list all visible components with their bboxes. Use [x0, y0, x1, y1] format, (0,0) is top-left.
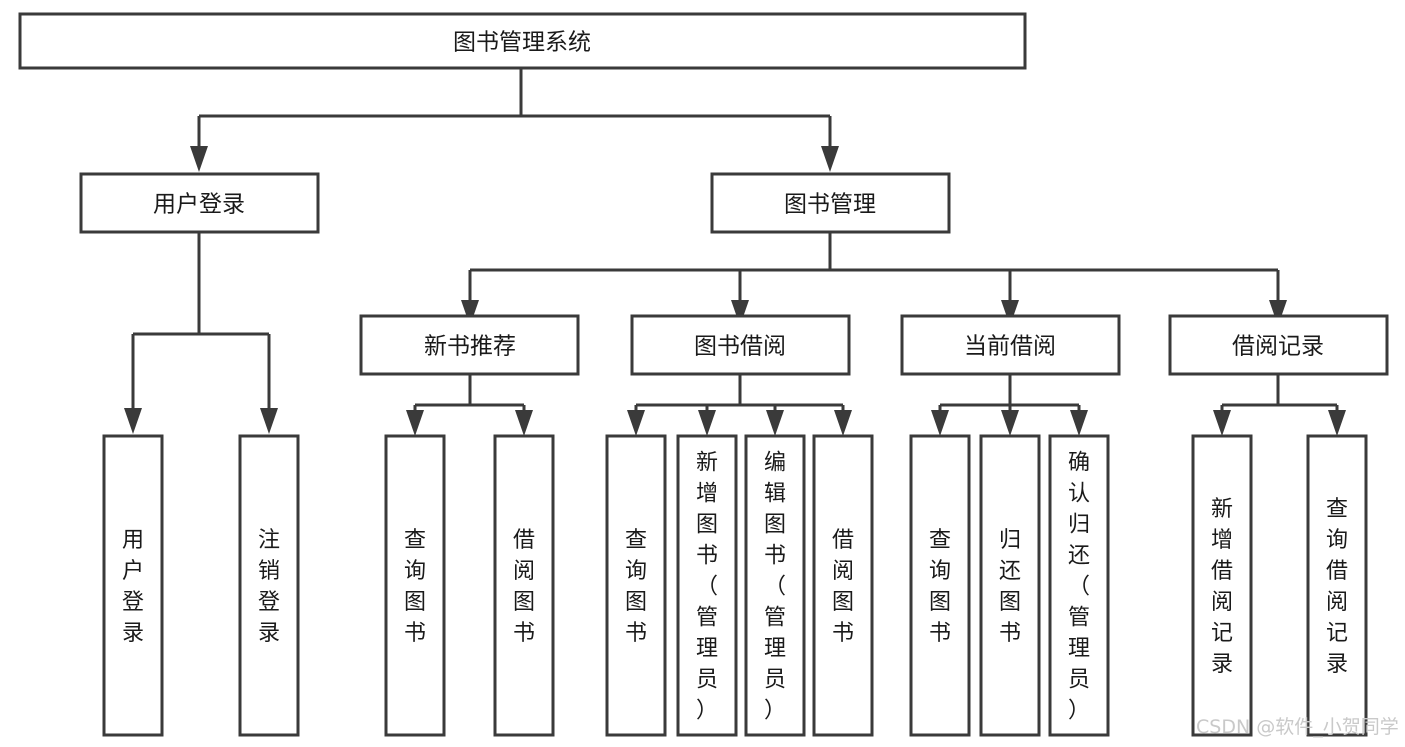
- leaf-add-record-label: 新增借阅记录: [1211, 497, 1233, 677]
- leaf-query-book-1[interactable]: 查询图书: [384, 434, 446, 737]
- arrow-to-leaf-add-record: [1213, 410, 1231, 436]
- node-book-borrow-label: 图书借阅: [694, 334, 786, 360]
- leaf-return-book-label: 归还图书: [999, 528, 1021, 646]
- leaf-query-record-label: 查询借阅记录: [1326, 497, 1348, 677]
- node-root-label: 图书管理系统: [453, 30, 591, 56]
- leaf-return-book[interactable]: 归还图书: [979, 434, 1041, 737]
- arrow-to-leaf-add-book: [698, 410, 716, 436]
- arrow-to-leaf-user-login: [124, 408, 142, 434]
- node-user-login[interactable]: 用户登录: [79, 172, 320, 234]
- arrow-to-leaf-query-book-3: [931, 410, 949, 436]
- leaf-edit-book-label: 编辑图书（管理员）: [764, 451, 786, 724]
- csdn-watermark: CSDN @软件_小贺同学: [1196, 716, 1399, 738]
- node-book-management-label: 图书管理: [784, 192, 876, 218]
- leaf-logout-label: 注销登录: [258, 528, 280, 646]
- leaf-borrow-book-1[interactable]: 借阅图书: [493, 434, 555, 737]
- arrow-to-leaf-edit-book: [766, 410, 784, 436]
- arrow-to-leaf-logout: [260, 408, 278, 434]
- node-new-book-recommend[interactable]: 新书推荐: [359, 314, 580, 376]
- arrow-to-book-management: [821, 146, 839, 172]
- leaf-edit-book[interactable]: 编辑图书（管理员）: [744, 434, 806, 737]
- leaf-add-book[interactable]: 新增图书（管理员）: [676, 434, 738, 737]
- node-user-login-label: 用户登录: [153, 192, 245, 218]
- arrow-to-leaf-borrow-book-2: [834, 410, 852, 436]
- leaf-query-book-2[interactable]: 查询图书: [605, 434, 667, 737]
- node-root[interactable]: 图书管理系统: [18, 12, 1027, 70]
- leaf-add-record[interactable]: 新增借阅记录: [1191, 434, 1253, 737]
- leaf-borrow-book-2[interactable]: 借阅图书: [812, 434, 874, 737]
- arrow-to-leaf-query-book-1: [406, 410, 424, 436]
- node-new-book-recommend-label: 新书推荐: [424, 334, 516, 360]
- arrow-to-leaf-borrow-book-1: [515, 410, 533, 436]
- leaf-confirm-return[interactable]: 确认归还（管理员）: [1048, 434, 1110, 737]
- node-book-borrow[interactable]: 图书借阅: [630, 314, 851, 376]
- leaf-confirm-return-label: 确认归还（管理员）: [1068, 451, 1090, 724]
- arrow-to-leaf-query-book-2: [627, 410, 645, 436]
- leaf-borrow-book-2-label: 借阅图书: [832, 528, 854, 646]
- leaf-query-book-3[interactable]: 查询图书: [909, 434, 971, 737]
- connector-group: [124, 68, 1346, 436]
- leaf-user-login-label: 用户登录: [122, 528, 144, 646]
- arrow-to-leaf-query-record: [1328, 410, 1346, 436]
- node-current-borrow[interactable]: 当前借阅: [900, 314, 1121, 376]
- leaf-query-book-1-label: 查询图书: [404, 528, 426, 646]
- leaf-query-record[interactable]: 查询借阅记录: [1306, 434, 1368, 737]
- arrow-to-user-login: [190, 146, 208, 172]
- leaf-add-book-label: 新增图书（管理员）: [696, 451, 718, 724]
- node-book-management[interactable]: 图书管理: [710, 172, 951, 234]
- leaf-borrow-book-1-label: 借阅图书: [513, 528, 535, 646]
- arrow-to-leaf-confirm-return: [1070, 410, 1088, 436]
- node-borrow-record-label: 借阅记录: [1232, 334, 1324, 360]
- node-borrow-record[interactable]: 借阅记录: [1168, 314, 1389, 376]
- leaf-query-book-3-label: 查询图书: [929, 528, 951, 646]
- leaf-user-login[interactable]: 用户登录: [102, 434, 164, 737]
- node-current-borrow-label: 当前借阅: [964, 334, 1056, 360]
- leaf-logout[interactable]: 注销登录: [238, 434, 300, 737]
- arrow-to-leaf-return-book: [1001, 410, 1019, 436]
- leaf-query-book-2-label: 查询图书: [625, 528, 647, 646]
